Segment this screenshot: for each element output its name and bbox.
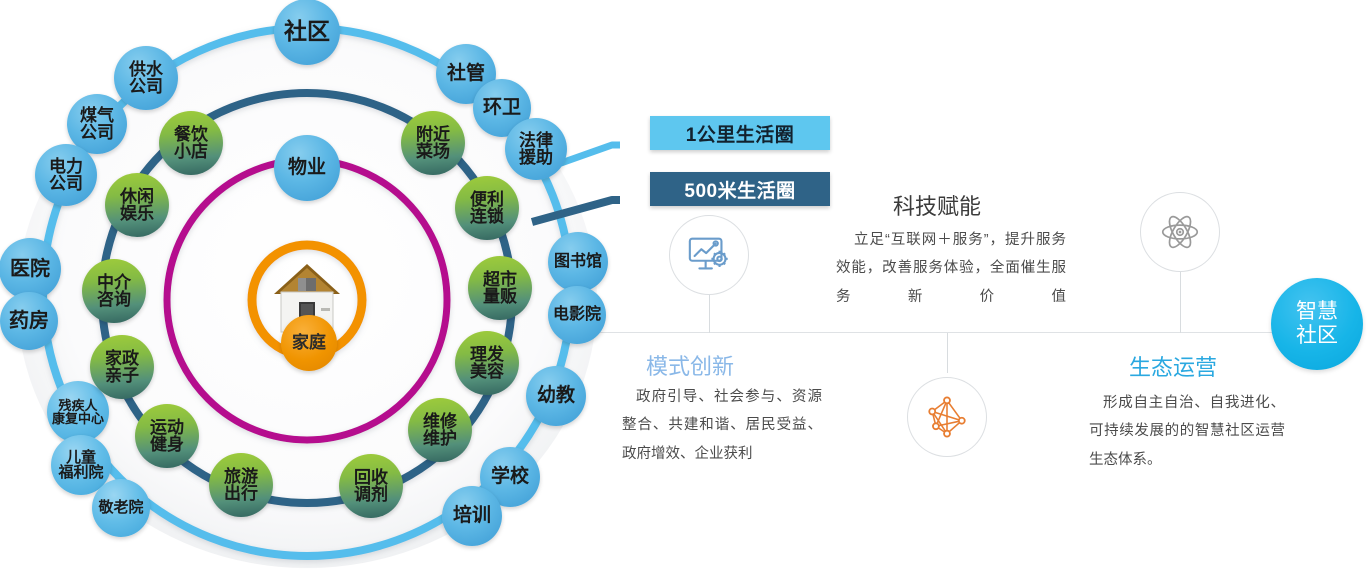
node-family[interactable]: 家庭 [281,315,337,371]
node-preschool-education[interactable]: 幼教 [526,366,586,426]
node-label: 家政 亲子 [105,348,139,385]
node-label: 餐饮 小店 [174,124,208,161]
community-ecosystem-diagram: 社区 供水 公司 煤气 公司 电力 公司 医院 药房 残疾人 康复中心 儿童 福… [0,0,620,579]
atom-icon [1161,215,1199,249]
node-legal-aid[interactable]: 法律 援助 [505,118,567,180]
node-label: 培训 [452,505,491,527]
node-label: 敬老院 [98,499,144,517]
node-recycling[interactable]: 回收 调剂 [339,454,403,518]
node-label: 家庭 [292,333,326,353]
feature-body-text: 形成自主自治、自我进化、可持续发展的的智慧社区运营生态体系。 [1089,395,1285,468]
node-label: 附近 菜场 [416,124,450,161]
node-gas-company[interactable]: 煤气 公司 [67,94,127,154]
node-label: 电影院 [552,305,601,323]
feature-title-text: 模式创新 [646,354,735,379]
callout-label: 1公里生活圈 [685,124,795,146]
node-label: 运动 健身 [150,417,184,454]
node-nearby-market[interactable]: 附近 菜场 [401,111,465,175]
node-label: 幼教 [536,385,575,407]
feature-stem-1 [709,295,710,333]
feature-title-tech-empowerment: 科技赋能 [893,189,981,221]
feature-title-eco-operation: 生态运营 [1129,350,1217,382]
feature-stem-2 [947,333,948,373]
node-label: 理发 美容 [470,344,504,381]
node-water-company[interactable]: 供水 公司 [114,46,178,110]
monitor-chart-gear-icon [688,237,728,270]
feature-title-mode-innovation: 模式创新 [646,349,734,381]
node-label: 医院 [10,257,50,280]
node-pharmacy[interactable]: 药房 [0,292,58,350]
node-supermarket[interactable]: 超市 量贩 [468,256,532,320]
node-label: 残疾人 康复中心 [51,397,104,426]
network-nodes-icon [928,396,966,438]
node-community[interactable]: 社区 [274,0,340,65]
node-leisure-entertainment[interactable]: 休闲 娱乐 [105,173,169,237]
monitor-chart-gear-icon-wrapper [669,215,749,295]
node-childrens-welfare-home[interactable]: 儿童 福利院 [51,435,111,495]
callout-1km-living-circle[interactable]: 1公里生活圈 [650,116,830,150]
node-label: 供水 公司 [129,59,163,96]
node-housekeeping-parenting[interactable]: 家政 亲子 [90,335,154,399]
node-label: 儿童 福利院 [58,448,104,481]
node-disabled-rehab-center[interactable]: 残疾人 康复中心 [47,381,109,443]
atom-icon-wrapper [1140,192,1220,272]
node-power-company[interactable]: 电力 公司 [35,144,97,206]
node-cinema[interactable]: 电影院 [548,286,606,344]
node-label: 便利 连锁 [470,189,504,226]
node-label: 药房 [9,309,49,332]
node-label: 中介 咨询 [97,272,131,309]
node-hairdressing-beauty[interactable]: 理发 美容 [455,331,519,395]
node-label: 休闲 娱乐 [120,186,154,223]
hub-label: 智慧 社区 [1296,299,1338,347]
feature-stem-3 [1180,272,1181,333]
node-label: 环卫 [482,97,521,119]
node-label: 学校 [490,466,529,488]
node-sports-fitness[interactable]: 运动 健身 [135,404,199,468]
feature-timeline-baseline [600,332,1300,333]
smart-community-hub-bubble[interactable]: 智慧 社区 [1271,278,1363,370]
feature-title-text: 生态运营 [1129,355,1218,380]
node-label: 维修 维护 [423,411,457,448]
node-convenience-chain[interactable]: 便利 连锁 [455,176,519,240]
node-nursing-home[interactable]: 敬老院 [92,479,150,537]
node-label: 物业 [287,157,326,179]
feature-body-text: 立足“互联网＋服务”，提升服务效能，改善服务体验，全面催生服务新价值 [836,232,1066,305]
feature-body-tech-empowerment: 立足“互联网＋服务”，提升服务效能，改善服务体验，全面催生服务新价值 [836,226,1066,311]
node-label: 社管 [446,63,485,85]
node-agency-consulting[interactable]: 中介 咨询 [82,259,146,323]
node-label: 煤气 公司 [80,105,114,142]
node-property-management[interactable]: 物业 [274,135,340,201]
leader-line-500m [530,196,620,226]
node-label: 回收 调剂 [354,467,388,504]
node-label: 旅游 出行 [224,466,258,503]
node-label: 社区 [284,18,330,45]
feature-title-text: 科技赋能 [893,194,982,219]
node-label: 电力 公司 [49,156,83,193]
node-library[interactable]: 图书馆 [548,232,608,292]
callout-label: 500米生活圈 [684,180,796,202]
node-label: 超市 量贩 [483,269,517,306]
leader-line-1km [545,141,620,172]
node-training[interactable]: 培训 [442,486,502,546]
feature-body-eco-operation: 形成自主自治、自我进化、可持续发展的的智慧社区运营生态体系。 [1089,389,1285,474]
node-hospital[interactable]: 医院 [0,238,61,300]
node-repair-maintenance[interactable]: 维修 维护 [408,398,472,462]
callout-500m-living-circle[interactable]: 500米生活圈 [650,172,830,206]
node-label: 法律 援助 [519,130,553,167]
feature-body-text: 政府引导、社会参与、资源整合、共建和谐、居民受益、政府增效、企业获利 [622,389,822,462]
feature-body-mode-innovation: 政府引导、社会参与、资源整合、共建和谐、居民受益、政府增效、企业获利 [622,383,822,468]
node-restaurants-shops[interactable]: 餐饮 小店 [159,111,223,175]
network-nodes-icon-wrapper [907,377,987,457]
node-label: 图书馆 [553,252,602,270]
node-travel-transport[interactable]: 旅游 出行 [209,453,273,517]
